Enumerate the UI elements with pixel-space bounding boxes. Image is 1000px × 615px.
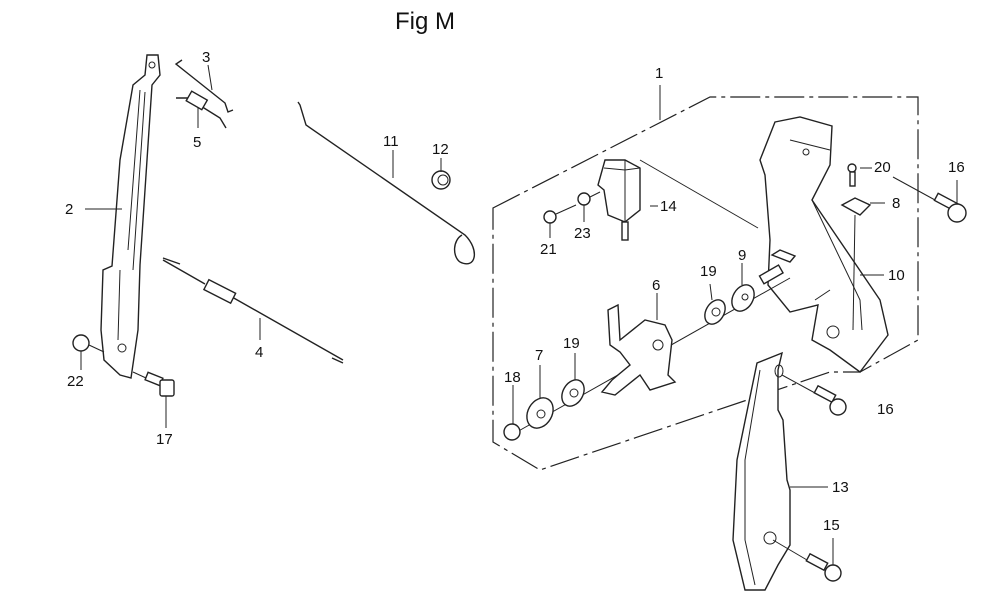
callout-17: 17 xyxy=(156,431,173,448)
part-22-nut xyxy=(72,334,90,352)
callout-19-lower: 19 xyxy=(563,335,580,352)
part-21-screw xyxy=(543,204,577,224)
part-7-washer xyxy=(526,397,554,429)
callout-1: 1 xyxy=(655,65,664,82)
callout-12: 12 xyxy=(432,141,449,158)
part-16-bolt-upper xyxy=(892,176,967,223)
callout-2: 2 xyxy=(65,201,74,218)
callout-5: 5 xyxy=(193,134,202,151)
part-6-lever xyxy=(600,303,677,396)
part-18-nut xyxy=(503,423,521,441)
callout-7: 7 xyxy=(535,347,544,364)
callout-14: 14 xyxy=(660,198,677,215)
part-17-bolt xyxy=(132,371,175,397)
part-9-washer xyxy=(731,264,784,312)
part-19-washer-upper xyxy=(704,299,726,325)
part-14-switch xyxy=(597,159,759,241)
leader-lines xyxy=(80,64,958,565)
callout-16-upper: 16 xyxy=(948,159,965,176)
callout-8: 8 xyxy=(892,195,901,212)
callout-16-lower: 16 xyxy=(877,401,894,418)
callout-10: 10 xyxy=(888,267,905,284)
part-16-bolt-lower xyxy=(781,374,847,416)
part-15-bolt xyxy=(772,539,842,582)
callout-19-upper: 19 xyxy=(700,263,717,280)
part-4-rod-spring xyxy=(162,257,344,364)
part-13-cover xyxy=(732,351,791,591)
callout-21: 21 xyxy=(540,241,557,258)
part-19-washer-lower xyxy=(561,379,585,407)
figure-title: Fig M xyxy=(395,8,455,35)
part-5-spring xyxy=(176,90,227,129)
part-23-washer xyxy=(577,192,591,206)
callout-18: 18 xyxy=(504,369,521,386)
part-11-wire-rod xyxy=(297,101,475,265)
callout-13: 13 xyxy=(832,479,849,496)
callout-9: 9 xyxy=(738,247,747,264)
part-12-grommet xyxy=(431,170,451,190)
callout-4: 4 xyxy=(255,344,264,361)
callout-11: 11 xyxy=(383,133,399,150)
callout-6: 6 xyxy=(652,277,661,294)
callout-22: 22 xyxy=(67,373,84,390)
part-8-clip xyxy=(840,197,872,331)
callout-3: 3 xyxy=(202,49,211,66)
callout-23: 23 xyxy=(574,225,591,242)
part-10-bracket xyxy=(759,116,889,373)
callout-15: 15 xyxy=(823,517,840,534)
part-2-lever-arm xyxy=(100,54,161,379)
part-20-screw xyxy=(847,163,857,187)
part-3-rod xyxy=(174,59,234,113)
callout-20: 20 xyxy=(874,159,891,176)
